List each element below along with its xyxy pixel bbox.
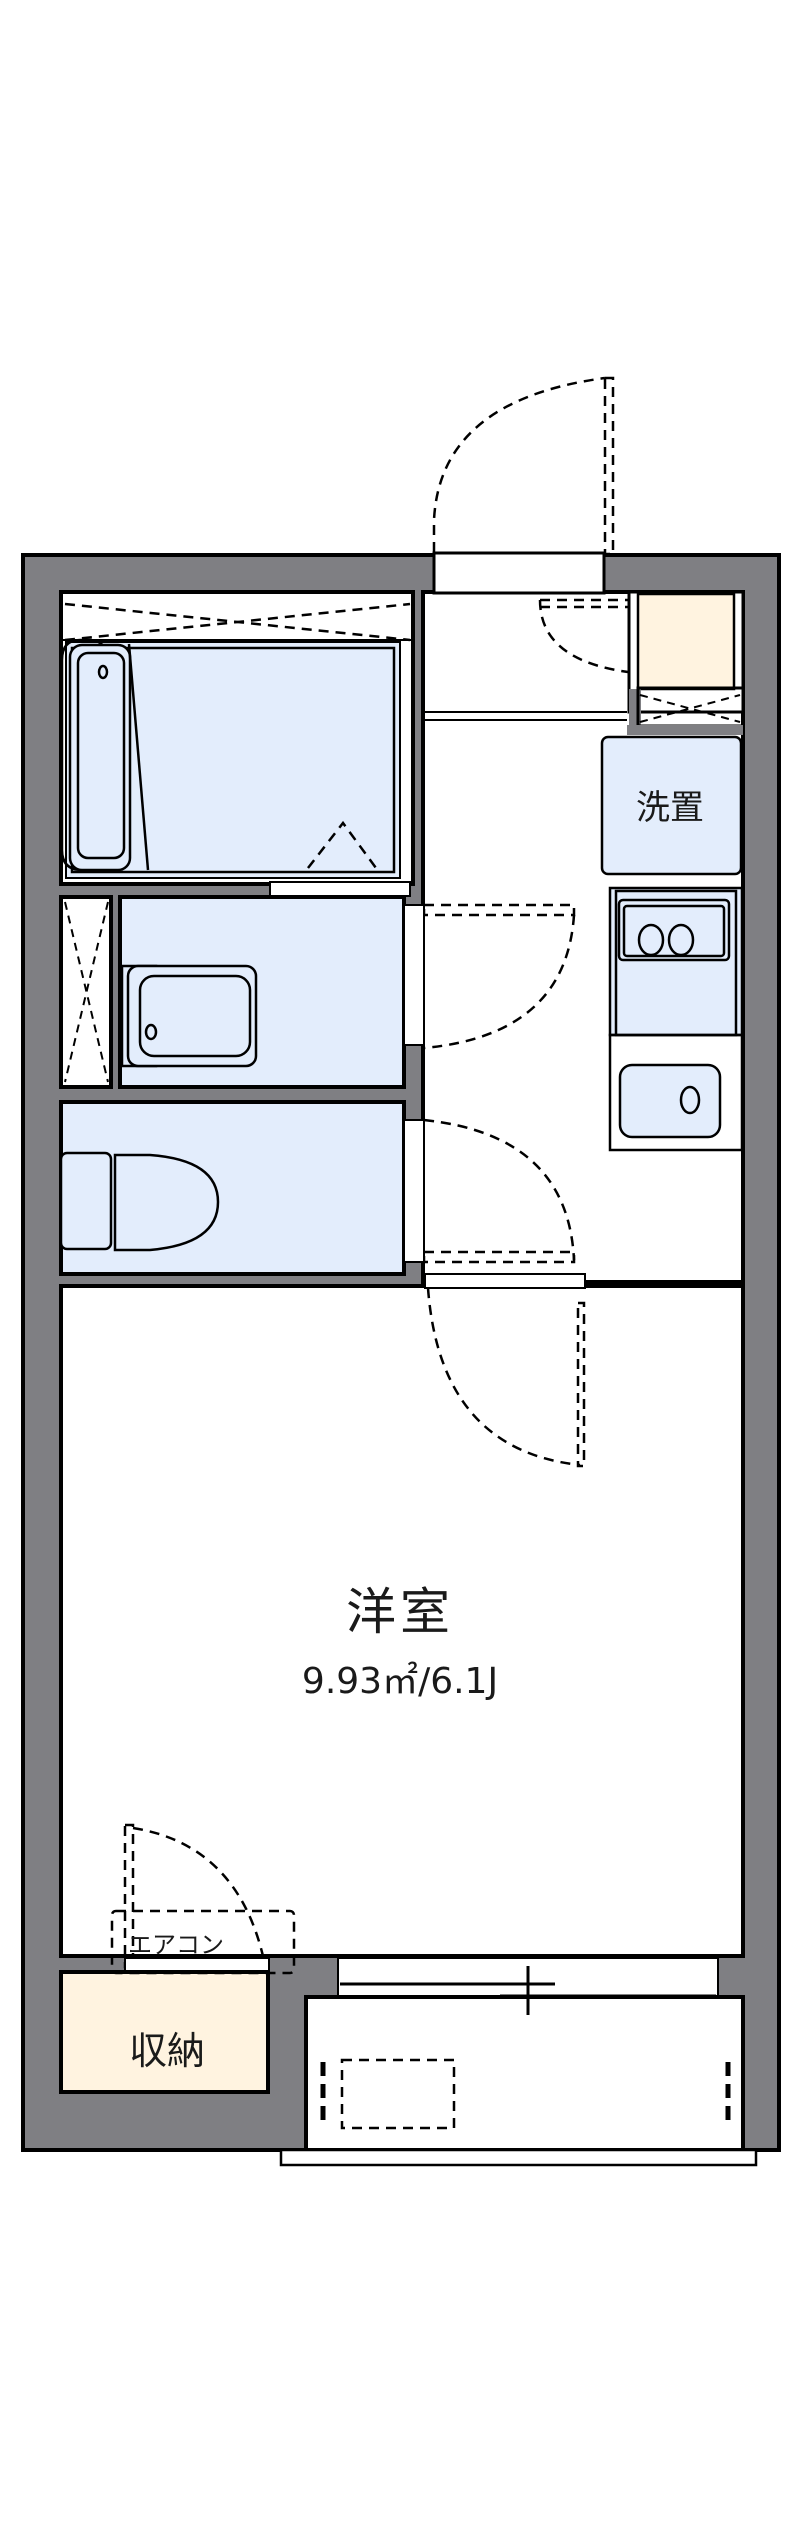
washer-space-label: 洗置 [636,788,704,828]
shoe-cabinet [636,592,736,691]
toilet-icon [59,1151,220,1252]
bath-ceiling-dashes [63,602,412,642]
entrance-opening [432,551,606,595]
kitchen-sink-icon [618,1063,722,1139]
washer-space [600,735,743,876]
storage-label: 収納 [128,2029,205,2073]
air-conditioner-label: エアコン [128,1931,224,1959]
sliding-window [337,1957,719,2015]
linen-closet [59,895,113,1089]
room-doorway [424,1273,586,1289]
washbasin-icon [120,964,258,1068]
air-conditioner [110,1909,296,1975]
room-door-swing [426,1287,586,1468]
entrance-door-swing [432,376,615,556]
western-room [59,1284,745,1958]
western-room-area: 9.93㎡/6.1J [301,1661,499,1702]
cabinet-x-dashes [639,694,741,723]
closet-x-dashes [64,901,109,1083]
entry-door-inner-swing [538,598,629,674]
bath-doorway [269,881,411,897]
storage-room [59,1970,270,2094]
bathtub-icon [60,638,150,872]
stove-icon [617,898,731,962]
ac-outdoor-unit [340,2058,456,2130]
balcony-drain-marks [320,2062,731,2127]
toilet-room [59,1100,406,1276]
bath-door-dashes [307,820,378,869]
storage-doorway [124,1957,270,1972]
western-room-name: 洋室 [346,1583,454,1641]
balcony-ledge [279,2148,758,2167]
